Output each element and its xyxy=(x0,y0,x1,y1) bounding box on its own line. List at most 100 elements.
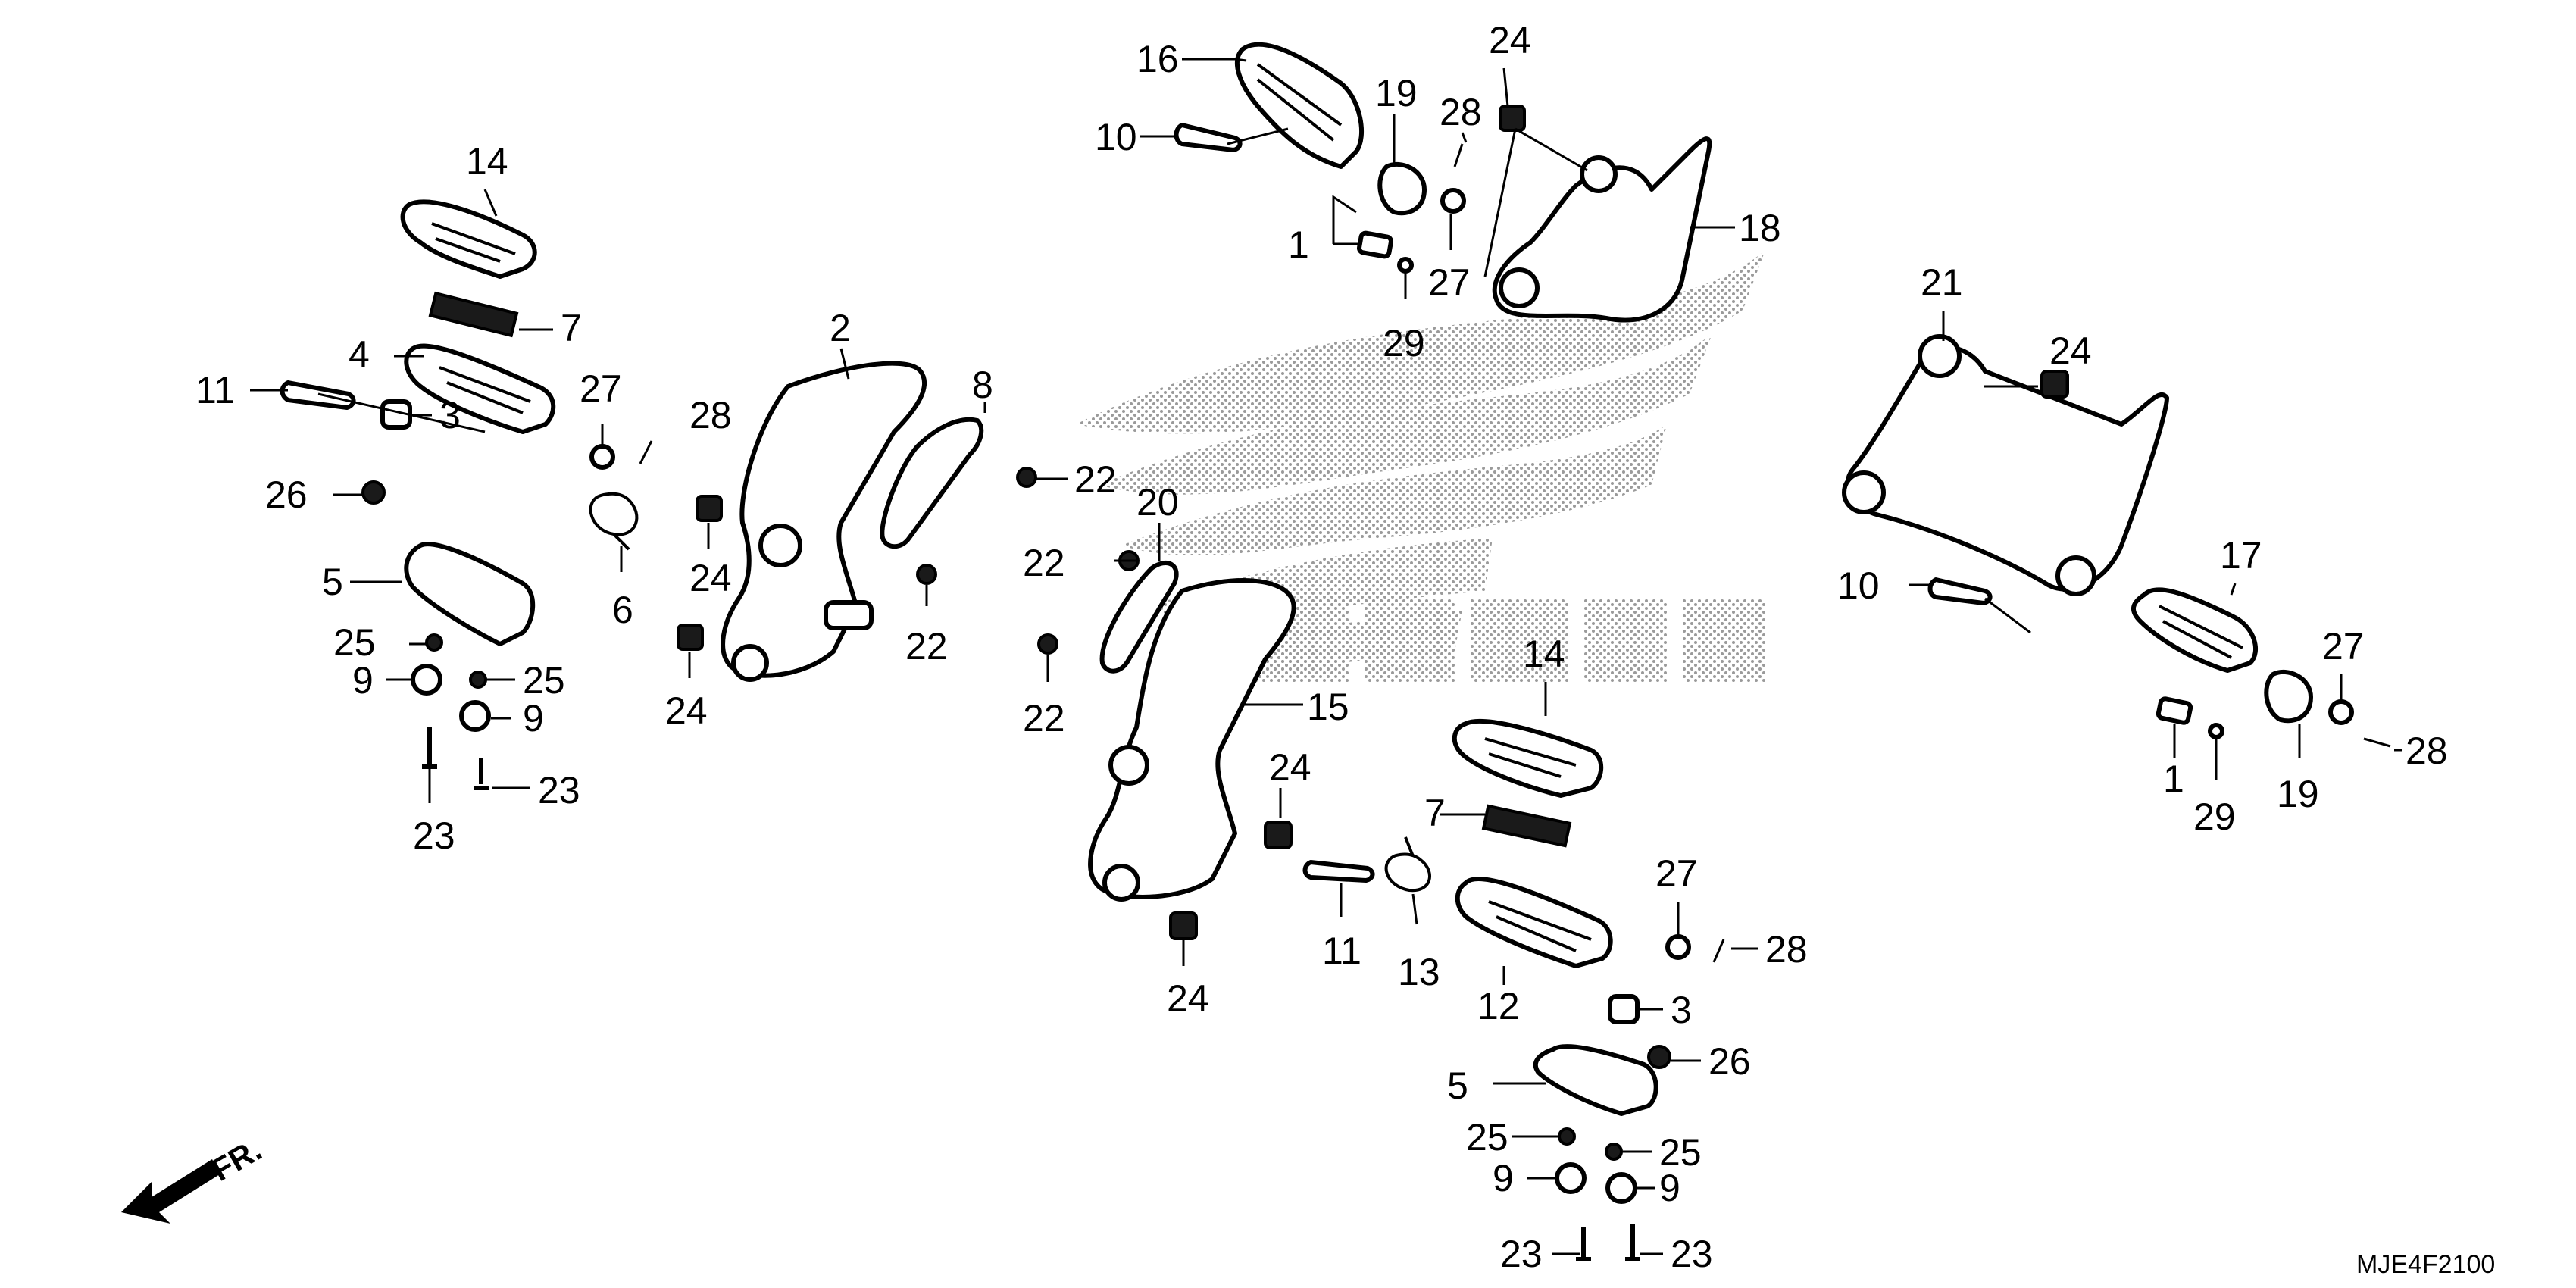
bracket-2-boss xyxy=(824,600,874,630)
footpeg-17 xyxy=(2131,587,2259,673)
damper-9-a xyxy=(411,664,442,696)
bolt-24-b xyxy=(677,624,704,651)
screw-23-c xyxy=(1576,1227,1591,1261)
top-peg-assembly xyxy=(1174,42,1712,323)
callout-3: 3 xyxy=(439,394,461,436)
plate-8 xyxy=(880,417,984,549)
callout-24: 24 xyxy=(665,689,708,732)
bracket-18 xyxy=(1492,136,1712,323)
callout-18: 18 xyxy=(1739,207,1781,249)
callout-19: 19 xyxy=(2277,773,2319,815)
center-peg-assembly xyxy=(1037,550,1725,1261)
bolt-24-d xyxy=(1169,911,1198,940)
callout-29: 29 xyxy=(2193,796,2236,838)
callout-24: 24 xyxy=(1269,746,1311,789)
direction-label: FR. xyxy=(205,1131,267,1188)
washer-27-center xyxy=(1665,934,1691,960)
callout-11: 11 xyxy=(195,369,235,411)
spring-1-right xyxy=(2156,696,2193,725)
callout-6: 6 xyxy=(612,589,633,631)
ball-29-right xyxy=(2208,723,2224,739)
damper-25-b xyxy=(469,671,487,689)
callout-28: 28 xyxy=(1440,91,1482,133)
callout-3: 3 xyxy=(1671,989,1692,1031)
washer-27-top xyxy=(1440,188,1466,214)
collar-3-center xyxy=(1608,994,1640,1024)
callout-9: 9 xyxy=(1659,1167,1680,1209)
screw-23-b xyxy=(474,758,489,790)
peg-cover-5-center xyxy=(1533,1044,1658,1116)
front-direction-arrow-icon: FR. xyxy=(121,1131,267,1224)
callout-1: 1 xyxy=(1288,224,1309,266)
callout-24: 24 xyxy=(689,557,732,599)
peg-rubber-14-center xyxy=(1452,718,1604,798)
callout-27: 27 xyxy=(1428,261,1471,304)
callout-9: 9 xyxy=(1493,1157,1514,1199)
callout-10: 10 xyxy=(1837,564,1880,607)
callout-19: 19 xyxy=(1375,72,1418,114)
callout-24: 24 xyxy=(2049,330,2092,372)
plate-7-left xyxy=(428,291,519,338)
honda-wordmark-watermark xyxy=(1250,599,1765,682)
bolt-26-left xyxy=(361,480,386,505)
right-peg-assembly xyxy=(1842,334,2391,748)
plate-20 xyxy=(1099,560,1179,674)
leader-lines xyxy=(250,58,2402,1255)
left-peg-assembly xyxy=(280,199,1037,790)
callout-7: 7 xyxy=(1424,792,1446,834)
diagram-code: MJE4F2100 xyxy=(2356,1250,2495,1279)
callout-28: 28 xyxy=(1765,928,1808,971)
callout-28: 28 xyxy=(2406,730,2448,772)
callout-17: 17 xyxy=(2220,534,2262,577)
bolt-22-a xyxy=(1016,467,1037,488)
callout-7: 7 xyxy=(561,307,582,349)
callout-14: 14 xyxy=(466,140,508,183)
damper-9-b xyxy=(459,700,491,732)
washer-27-left xyxy=(589,444,615,470)
ball-29-top xyxy=(1397,257,1414,274)
peg-rubber-14-left xyxy=(400,199,537,279)
callout-27: 27 xyxy=(1655,852,1698,895)
bolt-24-c xyxy=(1264,821,1293,849)
bolt-24-top xyxy=(1499,105,1526,132)
pin-11-left xyxy=(280,380,356,410)
callout-20: 20 xyxy=(1136,481,1179,524)
plate-19-right xyxy=(2264,669,2313,724)
cotter-28-right xyxy=(2363,737,2391,748)
callout-labels: 14 7 4 11 3 26 5 25 25 9 9 23 23 27 28 6… xyxy=(195,19,2448,1275)
callout-22: 22 xyxy=(1074,458,1117,501)
footpeg-16 xyxy=(1234,42,1364,169)
bolt-24-right xyxy=(2040,370,2069,399)
callout-4: 4 xyxy=(349,333,370,376)
callout-28: 28 xyxy=(689,394,732,436)
damper-25-d xyxy=(1605,1143,1623,1161)
screw-23-a xyxy=(422,727,437,769)
callout-15: 15 xyxy=(1307,686,1349,728)
callout-21: 21 xyxy=(1921,261,1963,304)
pin-10-right xyxy=(1927,577,1993,605)
callout-25: 25 xyxy=(333,621,376,664)
callout-5: 5 xyxy=(322,561,343,603)
callout-26: 26 xyxy=(265,474,308,516)
callout-22: 22 xyxy=(905,625,948,667)
callout-22: 22 xyxy=(1023,542,1065,584)
callout-29: 29 xyxy=(1383,322,1425,364)
cotter-28-center xyxy=(1712,939,1725,963)
callout-25: 25 xyxy=(1466,1116,1508,1158)
callout-16: 16 xyxy=(1136,38,1179,80)
plate-7-center xyxy=(1481,804,1572,848)
damper-9-d xyxy=(1605,1172,1637,1204)
callout-24: 24 xyxy=(1489,19,1531,61)
bracket-15 xyxy=(1088,578,1296,899)
cotter-28-left xyxy=(639,440,653,464)
callout-23: 23 xyxy=(538,769,580,811)
callout-11: 11 xyxy=(1322,930,1361,972)
pin-11-center xyxy=(1302,860,1375,883)
damper-25-c xyxy=(1558,1127,1576,1146)
bolt-24-a xyxy=(696,495,723,522)
callout-2: 2 xyxy=(830,307,851,349)
spring-1-top xyxy=(1356,230,1394,259)
callout-27: 27 xyxy=(580,367,622,410)
callout-23: 23 xyxy=(413,814,455,857)
